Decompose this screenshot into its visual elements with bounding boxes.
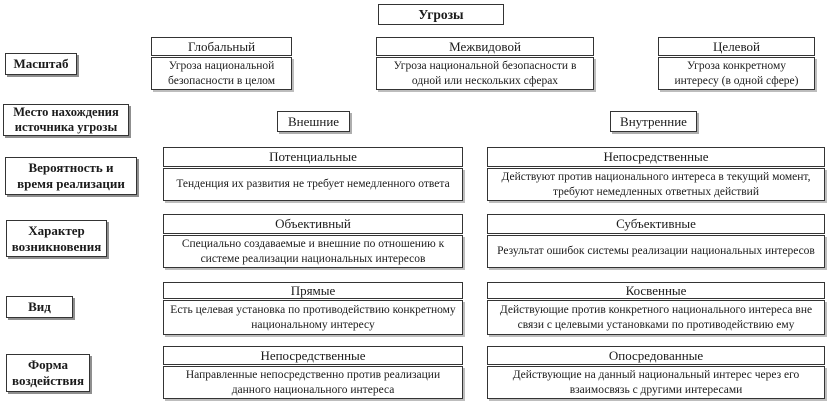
row-label-scale: Масштаб [5,53,77,75]
node-objective: Объективный Специально создаваемые и вне… [163,214,463,268]
row-label-kind: Вид [6,296,73,318]
row-label-source-location: Место нахождения источника угрозы [3,104,129,136]
node-desc: Направленные непосредственно против реал… [163,366,463,399]
node-desc: Действующие против конкретного националь… [487,300,825,335]
node-external: Внешние [277,111,350,132]
node-immediate: Непосредственные Действуют против национ… [487,147,825,201]
node-title: Прямые [163,282,463,299]
node-title: Межвидовой [376,37,594,56]
node-direct: Прямые Есть целевая установка по противо… [163,282,463,335]
node-desc: Есть целевая установка по противодействи… [163,300,463,335]
row-label-impact-form: Форма воздействия [6,354,90,392]
node-title: Объективный [163,214,463,234]
node-desc: Специально создаваемые и внешние по отно… [163,235,463,268]
node-desc: Тенденция их развития не требует немедле… [163,168,463,201]
node-title: Потенциальные [163,147,463,167]
node-indirect-impact: Опосредованные Действующие на данный нац… [487,346,825,399]
node-title: Опосредованные [487,346,825,365]
node-global: Глобальный Угроза национальной безопасно… [151,37,292,90]
node-direct-impact: Непосредственные Направленные непосредст… [163,346,463,399]
row-label-probability-time: Вероятность и время реализации [5,157,137,195]
node-subjective: Субъективные Результат ошибок системы ре… [487,214,825,268]
node-title: Целевой [658,37,815,56]
node-title: Косвенные [487,282,825,299]
node-desc: Угроза конкретному интересу (в одной сфе… [658,57,815,90]
root-node-threats: Угрозы [378,4,504,25]
node-desc: Действующие на данный национальный интер… [487,366,825,399]
node-potential: Потенциальные Тенденция их развития не т… [163,147,463,201]
node-desc: Угроза национальной безопасности в одной… [376,57,594,90]
row-label-origin-nature: Характер возникновения [6,220,107,257]
node-internal: Внутренние [610,111,697,132]
node-desc: Результат ошибок системы реализации наци… [487,235,825,268]
node-desc: Действуют против национального интереса … [487,168,825,201]
node-indirect: Косвенные Действующие против конкретного… [487,282,825,335]
node-interspecies: Межвидовой Угроза национальной безопасно… [376,37,594,90]
node-title: Субъективные [487,214,825,234]
node-target: Целевой Угроза конкретному интересу (в о… [658,37,815,90]
node-desc: Угроза национальной безопасности в целом [151,57,292,90]
node-title: Непосредственные [487,147,825,167]
node-title: Глобальный [151,37,292,56]
node-title: Непосредственные [163,346,463,365]
